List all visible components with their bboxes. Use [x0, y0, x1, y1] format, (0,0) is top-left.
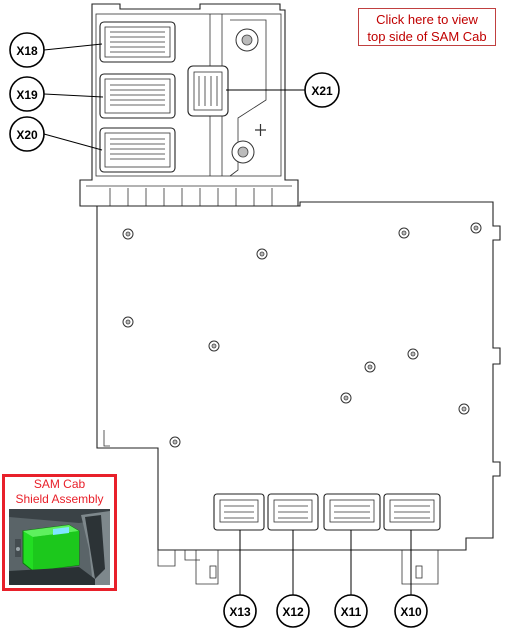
shield-assembly-photo [9, 509, 110, 585]
connector-x13-body[interactable] [213, 493, 265, 531]
shield-assembly-thumbnail[interactable]: SAM Cab Shield Assembly [2, 474, 117, 591]
callout-x13[interactable]: X13 [223, 594, 257, 628]
plate-screws [122, 222, 482, 448]
callout-x12[interactable]: X12 [276, 594, 310, 628]
view-top-side-link-line2: top side of SAM Cab [367, 29, 487, 44]
connector-x12-body[interactable] [267, 493, 319, 531]
connector-x11-body[interactable] [323, 493, 381, 531]
connector-x20-body[interactable] [99, 127, 176, 173]
leader-lines [43, 43, 412, 596]
thumbnail-title: SAM Cab Shield Assembly [5, 477, 114, 507]
connector-x10-body[interactable] [383, 493, 441, 531]
connector-x21-body[interactable] [187, 65, 229, 117]
callout-x19[interactable]: X19 [9, 76, 45, 112]
thumbnail-title-line1: SAM Cab [33, 477, 86, 491]
connector-x18-body[interactable] [99, 21, 176, 63]
callout-x11[interactable]: X11 [334, 594, 368, 628]
main-plate [96, 201, 501, 585]
thumbnail-title-line2: Shield Assembly [15, 492, 104, 506]
callout-x18[interactable]: X18 [9, 32, 45, 68]
view-top-side-link-line1: Click here to view [376, 12, 478, 27]
callout-x10[interactable]: X10 [394, 594, 428, 628]
connector-x19-body[interactable] [99, 73, 176, 119]
callout-x20[interactable]: X20 [9, 116, 45, 152]
view-top-side-link[interactable]: Click here to view top side of SAM Cab [358, 8, 496, 46]
callout-x21[interactable]: X21 [304, 72, 340, 108]
